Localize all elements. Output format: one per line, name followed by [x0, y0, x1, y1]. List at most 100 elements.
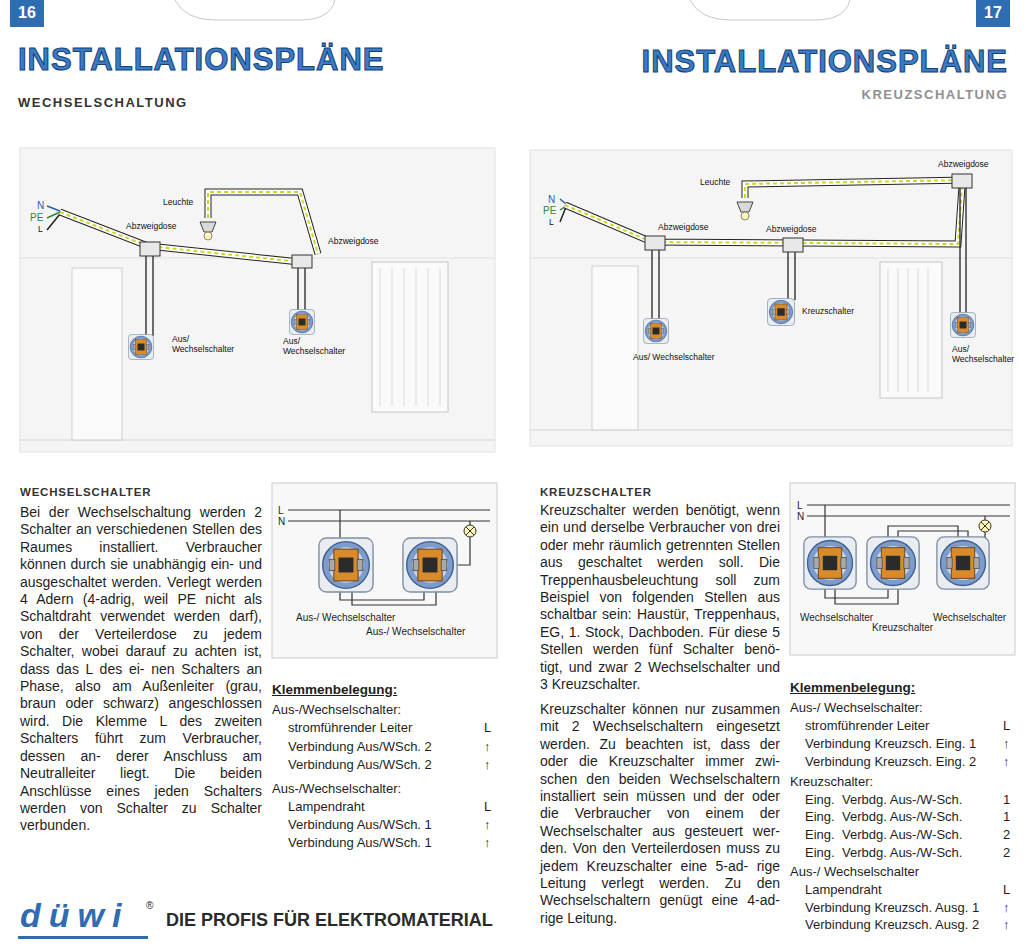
wire	[339, 510, 340, 540]
cable	[60, 212, 300, 262]
switch-wire	[652, 250, 659, 320]
lamp	[200, 222, 216, 232]
label: Aus/ Wechselschalter	[283, 336, 353, 356]
cross-switch-symbol	[767, 298, 794, 325]
label: ↑	[1003, 755, 1010, 770]
label: DIE PROFIS FÜR ELEKTROMATERIAL	[166, 910, 493, 931]
label: Aus-/ Wechselschalter:	[790, 701, 923, 716]
cable	[745, 180, 968, 198]
junction-box	[952, 174, 972, 188]
label: Verbindung Aus/WSch. 1	[288, 818, 432, 833]
panel	[530, 150, 1012, 446]
label: 2	[1003, 828, 1010, 843]
label: INSTALLATIONSPLÄNE	[642, 44, 1008, 80]
label: WECHSELSCHALTER	[20, 486, 151, 499]
n-line	[288, 520, 490, 521]
label: Verbindung Aus/WSch. 2	[288, 758, 432, 773]
label: ®	[146, 900, 153, 912]
switch-wire	[298, 268, 305, 311]
label: Leuchte	[163, 197, 193, 207]
label: Wechselschalter	[933, 612, 1006, 624]
label: L	[38, 224, 43, 234]
label: N	[797, 511, 804, 523]
logo-stripe	[18, 936, 148, 939]
label: L	[484, 721, 491, 736]
label: Eing.	[805, 846, 835, 861]
door	[592, 266, 638, 430]
label: L	[1003, 719, 1010, 734]
cable	[60, 212, 300, 262]
label: N	[548, 194, 555, 206]
label: Abzweigdose	[328, 236, 379, 246]
wire	[825, 588, 898, 604]
switch-symbol	[289, 309, 314, 334]
switch-wire	[788, 252, 795, 300]
label: Kreuzschalter:	[790, 775, 873, 790]
cable	[565, 186, 962, 244]
label: ↑	[1003, 918, 1010, 933]
label: 1	[1003, 793, 1010, 808]
label: Aus/ Wechselschalter	[172, 334, 242, 354]
label: N	[37, 200, 44, 212]
label: Leuchte	[700, 177, 730, 187]
label: ↑	[484, 836, 491, 851]
n-wire	[47, 206, 60, 211]
label: Aus-/Wechselschalter:	[272, 703, 401, 718]
lamp-cross	[981, 522, 989, 530]
label: Kreuzschalter werden benötigt, wenn ein …	[540, 502, 780, 693]
switch-symbol	[128, 334, 153, 359]
label: ↑	[484, 758, 491, 773]
label: stromführender Leiter	[288, 721, 412, 736]
label: stromführender Leiter	[805, 719, 929, 734]
panel	[272, 483, 497, 658]
n-line	[807, 515, 1010, 516]
ceiling-line	[530, 258, 1012, 259]
label: 17	[976, 0, 1010, 27]
page-tab	[175, 0, 335, 20]
door	[72, 268, 122, 440]
label: Verbdg. Aus-/W-Sch.	[842, 810, 962, 825]
label: Verbindung Kreuzsch. Eing. 2	[805, 755, 976, 770]
wire	[824, 505, 825, 538]
junction-box	[783, 238, 803, 252]
label: ↑	[1003, 737, 1010, 752]
cross-switch-symbol	[867, 537, 919, 589]
window-slats	[380, 268, 440, 406]
wiring-schematic	[790, 483, 1015, 655]
label: Verbdg. Aus-/W-Sch.	[842, 846, 962, 861]
label: düwi	[20, 898, 129, 932]
switch-wire	[960, 188, 966, 314]
label: WECHSELSCHALTUNG	[18, 96, 188, 111]
switch-wire	[146, 256, 153, 336]
cable	[565, 186, 962, 244]
label: Aus-/Wechselschalter:	[272, 782, 401, 797]
junction-box	[140, 242, 160, 256]
label: ↑	[1003, 901, 1010, 916]
label: Bei der Wechselschaltung werden 2 Schalt…	[20, 504, 262, 835]
label: L	[797, 500, 803, 512]
cable	[60, 212, 300, 262]
label: L	[484, 800, 491, 815]
l-line	[807, 504, 1010, 505]
cable	[208, 192, 318, 254]
label: KREUZSCHALTUNG	[862, 88, 1008, 103]
label: Wechselschalter	[800, 612, 873, 624]
window	[880, 262, 942, 398]
label: N	[278, 516, 285, 528]
label: Aus-/ Wechselschalter	[296, 612, 395, 624]
panel	[20, 148, 495, 452]
cable	[208, 192, 318, 254]
wire	[888, 526, 968, 538]
switch-symbol	[643, 318, 668, 343]
lamp-bulb	[204, 232, 212, 240]
label: KREUZSCHALTER	[540, 486, 652, 499]
label: PE	[30, 212, 43, 224]
label: Abzweigdose	[126, 221, 177, 231]
room-illustration	[530, 150, 1012, 446]
label: L	[1003, 883, 1010, 898]
page-title: INSTALLATIONSPLÄNE	[18, 42, 384, 78]
label: Kreuzschalter	[872, 622, 933, 634]
label: Lampendraht	[288, 800, 365, 815]
wiring-schematic	[272, 483, 497, 658]
